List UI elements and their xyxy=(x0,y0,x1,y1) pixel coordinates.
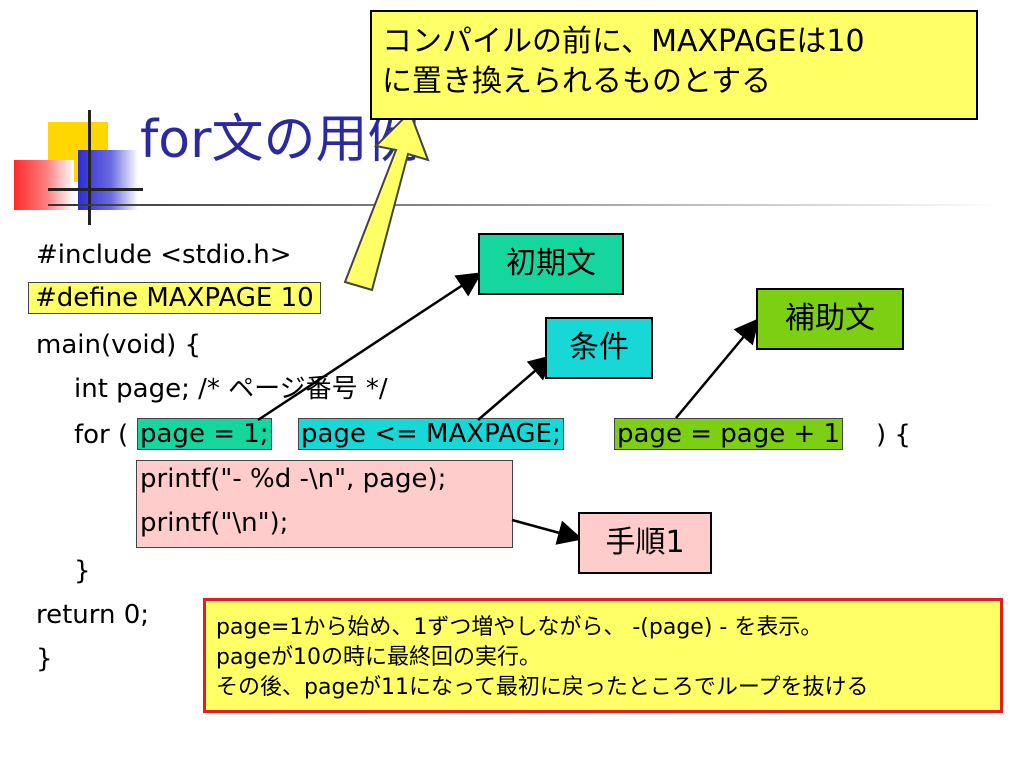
label-proc: 手順1 xyxy=(578,512,712,574)
label-init: 初期文 xyxy=(478,233,624,295)
code-line-main: main(void) { xyxy=(36,330,202,360)
label-cond: 条件 xyxy=(545,317,653,379)
arrow-init xyxy=(257,272,483,422)
code-for-step: page = page + 1 xyxy=(614,418,844,450)
logo-square-red xyxy=(14,160,74,210)
code-line-return: return 0; xyxy=(36,600,150,630)
code-for-cond: page <= MAXPAGE; xyxy=(298,418,564,450)
label-step: 補助文 xyxy=(756,288,904,350)
callout-pointer xyxy=(343,110,430,292)
arrow-cond xyxy=(477,354,554,421)
callout-bottom-line1: page=1から始め、1ずつ増やしながら、 -(page) - を表示。 xyxy=(216,615,823,640)
title-divider xyxy=(48,204,1003,206)
arrow-step xyxy=(675,318,760,419)
code-line-define: #define MAXPAGE 10 xyxy=(28,282,321,314)
callout-top: コンパイルの前に、MAXPAGEは10 に置き換えられるものとする xyxy=(370,10,978,120)
callout-bottom-line2: pageが10の時に最終回の実行。 xyxy=(216,645,541,670)
callout-bottom-line3: その後、pageが11になって最初に戻ったところでループを抜ける xyxy=(216,675,869,700)
callout-top-line2: に置き換えられるものとする xyxy=(382,64,772,99)
code-close-inner: } xyxy=(74,556,91,586)
callout-top-line1: コンパイルの前に、MAXPAGEは10 xyxy=(382,24,865,59)
arrow-proc xyxy=(511,518,583,545)
code-close-outer: } xyxy=(36,644,53,674)
code-line-int: int page; /* ページ番号 */ xyxy=(74,374,388,404)
code-body-line1: printf("- %d -\n", page); xyxy=(140,464,447,494)
code-for-init: page = 1; xyxy=(137,418,272,450)
callout-bottom: page=1から始め、1ずつ増やしながら、 -(page) - を表示。 pag… xyxy=(203,598,1003,713)
slide-title: for文の用例 xyxy=(140,110,420,170)
code-for-prefix: for ( xyxy=(74,420,129,450)
code-body-highlight xyxy=(136,460,513,548)
code-line-include: #include <stdio.h> xyxy=(36,240,292,270)
logo-vertical-line xyxy=(88,110,91,225)
code-for-suffix: ) { xyxy=(876,420,911,450)
logo-horizontal-line xyxy=(48,188,143,191)
code-body-line2: printf("\n"); xyxy=(140,508,289,538)
